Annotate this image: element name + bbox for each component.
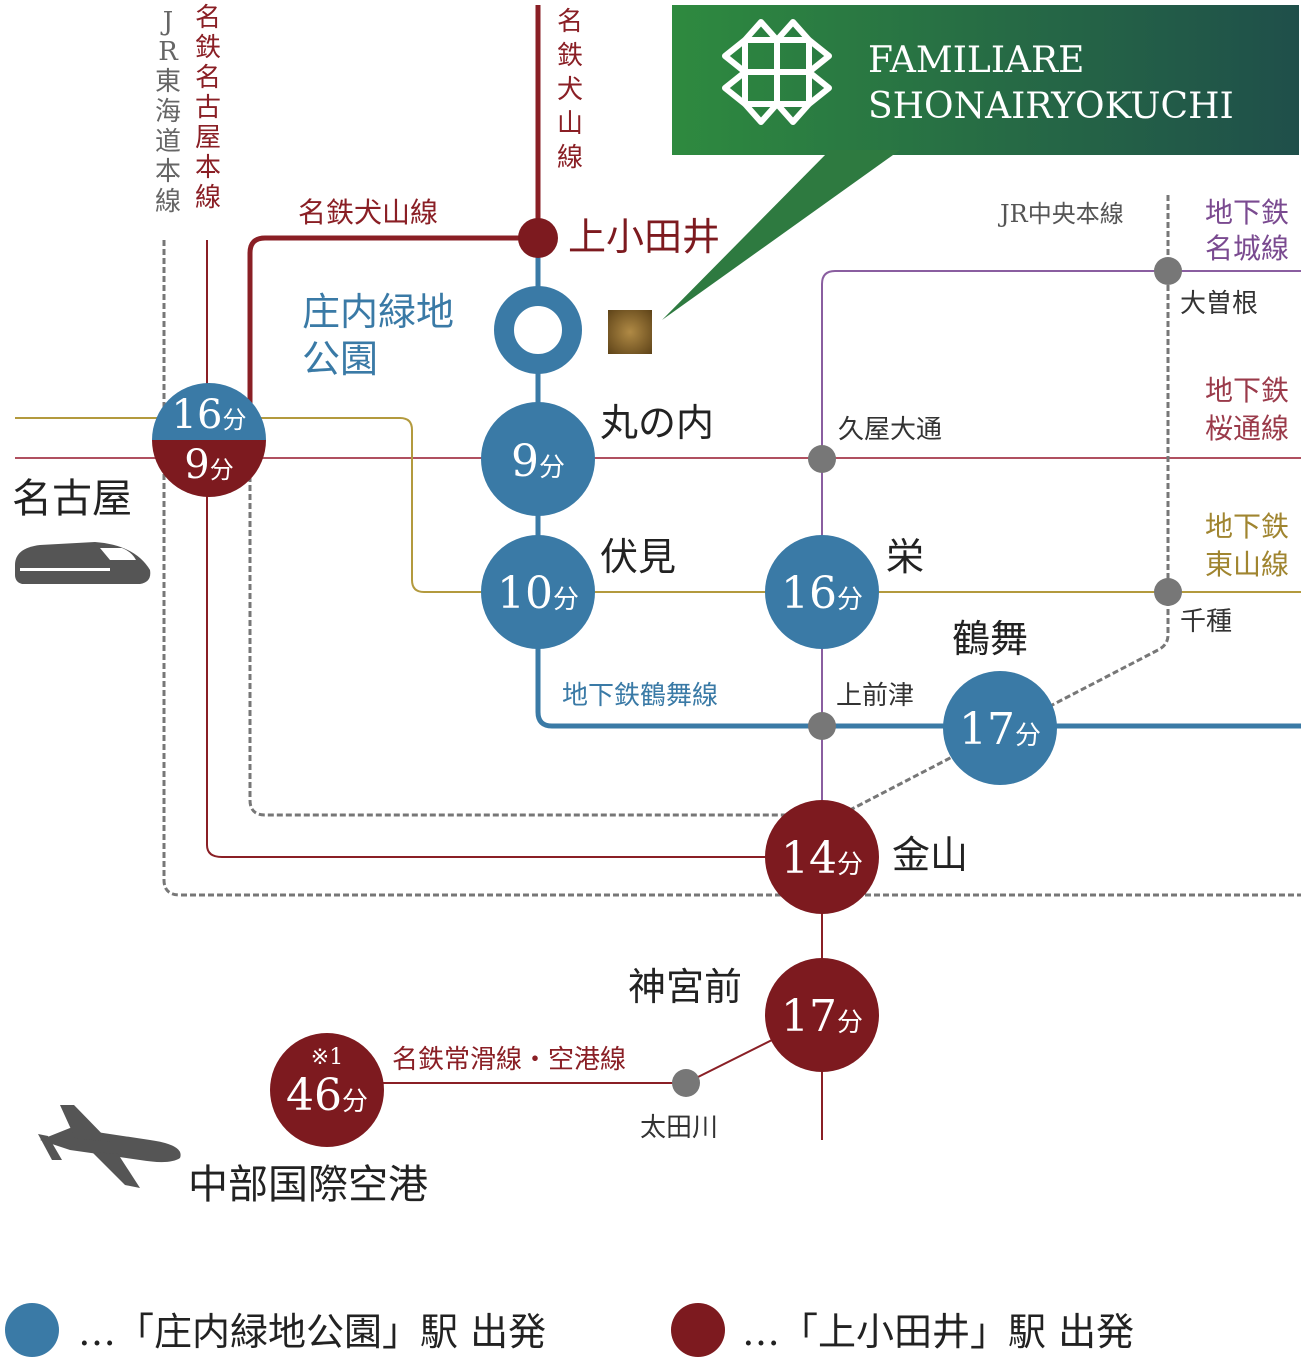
tsurumai-line-label: 地下鉄鶴舞線: [562, 681, 718, 711]
sakae-label: 栄: [886, 535, 924, 579]
legend-blue-dot: [5, 1303, 59, 1357]
kamiotai-station-dot: [518, 218, 558, 258]
airport-label: 中部国際空港: [188, 1162, 428, 1208]
airport-note: ※1: [311, 1045, 343, 1070]
brand-logo-icon: [722, 19, 832, 125]
jingumae-station: [765, 958, 879, 1072]
hisaya-station-dot: [808, 445, 836, 473]
tsurumai-line: [535, 590, 1301, 729]
marunouchi-minutes: 9分: [511, 436, 565, 487]
nagoya-minutes-red: 9分: [184, 442, 233, 488]
jr-chuo-label: JR中央本線: [997, 200, 1124, 228]
marunouchi-label: 丸の内: [600, 401, 714, 445]
meijo-label-line2: 名城線: [1205, 232, 1289, 265]
tsurumai-label: 鶴舞: [952, 617, 1028, 661]
sakuradori-label-line1: 地下鉄: [1205, 374, 1289, 407]
chikusa-label: 千種: [1180, 607, 1232, 637]
meijo-label-line1: 地下鉄: [1205, 196, 1289, 229]
higashiyama-label-line2: 東山線: [1205, 548, 1289, 581]
chikusa-station-dot: [1154, 578, 1182, 606]
fushimi-minutes: 10分: [497, 568, 579, 619]
legend: …「庄内緑地公園」駅 出発 …「上小田井」駅 出発: [5, 1303, 1134, 1357]
legend-blue-label: …「庄内緑地公園」駅 出発: [78, 1310, 546, 1354]
hisaya-label: 久屋大通: [838, 415, 942, 445]
nagoya-label: 名古屋: [12, 476, 132, 522]
shonai-label-line2: 公園: [302, 337, 378, 381]
brand-banner: FAMILIARE SHONAIRYOKUCHI: [662, 5, 1299, 320]
meitetsu-nagoya-label: 名鉄名古屋本線: [195, 3, 221, 213]
origin-stations: 上小田井 庄内緑地 公園: [302, 215, 720, 381]
kamimaezu-label: 上前津: [836, 681, 914, 711]
airport-minutes: 46分: [286, 1070, 368, 1121]
jingumae-label: 神宮前: [628, 965, 742, 1009]
brand-name-line2: SHONAIRYOKUCHI: [868, 86, 1234, 127]
nagoya-minutes-blue: 16分: [172, 392, 247, 438]
sakae-station: [765, 535, 879, 649]
meitetsu-inuyama-horizontal-line: [247, 235, 538, 440]
fushimi-label: 伏見: [600, 535, 676, 579]
property-marker: [608, 310, 652, 354]
kamiotai-label: 上小田井: [568, 215, 720, 259]
jingumae-minutes: 17分: [781, 991, 863, 1042]
meitetsu-dotted-loop: [248, 440, 822, 817]
jr-chuo-line: [849, 195, 1170, 812]
otagawa-station-dot: [672, 1069, 700, 1097]
legend-red-label: …「上小田井」駅 出発: [742, 1310, 1134, 1354]
meitetsu-inuyama-vertical-label: 名鉄犬山線: [557, 7, 583, 173]
shonai-label-line1: 庄内緑地: [302, 290, 454, 334]
kanayama-station: [765, 800, 879, 914]
airport-station: [270, 1033, 384, 1147]
shinkansen-icon: [15, 542, 151, 584]
nagoya-station: [152, 383, 266, 497]
sakuradori-label-line2: 桜通線: [1205, 412, 1289, 445]
sakae-minutes: 16分: [781, 568, 863, 619]
marunouchi-station: [481, 402, 595, 516]
major-stations: 9分 丸の内 10分 伏見 16分 栄 17分 鶴舞 14分 金山 17分: [12, 383, 1057, 1208]
minor-stations: 久屋大通 大曽根 千種 上前津 太田川: [640, 257, 1258, 1143]
higashiyama-label-line1: 地下鉄: [1205, 510, 1289, 543]
meitetsu-nagoya-line: [206, 240, 822, 858]
brand-name-line1: FAMILIARE: [868, 40, 1084, 81]
shonai-station-ring: [494, 286, 582, 374]
meitetsu-inuyama-horizontal-label: 名鉄犬山線: [298, 196, 438, 229]
fushimi-station: [481, 535, 595, 649]
airplane-icon: [38, 1105, 181, 1188]
tsurumai-minutes: 17分: [959, 704, 1041, 755]
tsurumai-station: [943, 671, 1057, 785]
jr-tokaido-line: [162, 240, 1301, 897]
kamimaezu-station-dot: [808, 712, 836, 740]
kanayama-label: 金山: [892, 833, 968, 877]
ozone-label: 大曽根: [1180, 289, 1258, 319]
legend-red-dot: [671, 1303, 725, 1357]
otagawa-label: 太田川: [640, 1113, 718, 1143]
tokoname-line-label: 名鉄常滑線・空港線: [392, 1045, 626, 1075]
higashiyama-line: [15, 417, 1301, 593]
ozone-station-dot: [1154, 257, 1182, 285]
meijo-line: [821, 270, 1301, 800]
kanayama-minutes: 14分: [781, 833, 863, 884]
